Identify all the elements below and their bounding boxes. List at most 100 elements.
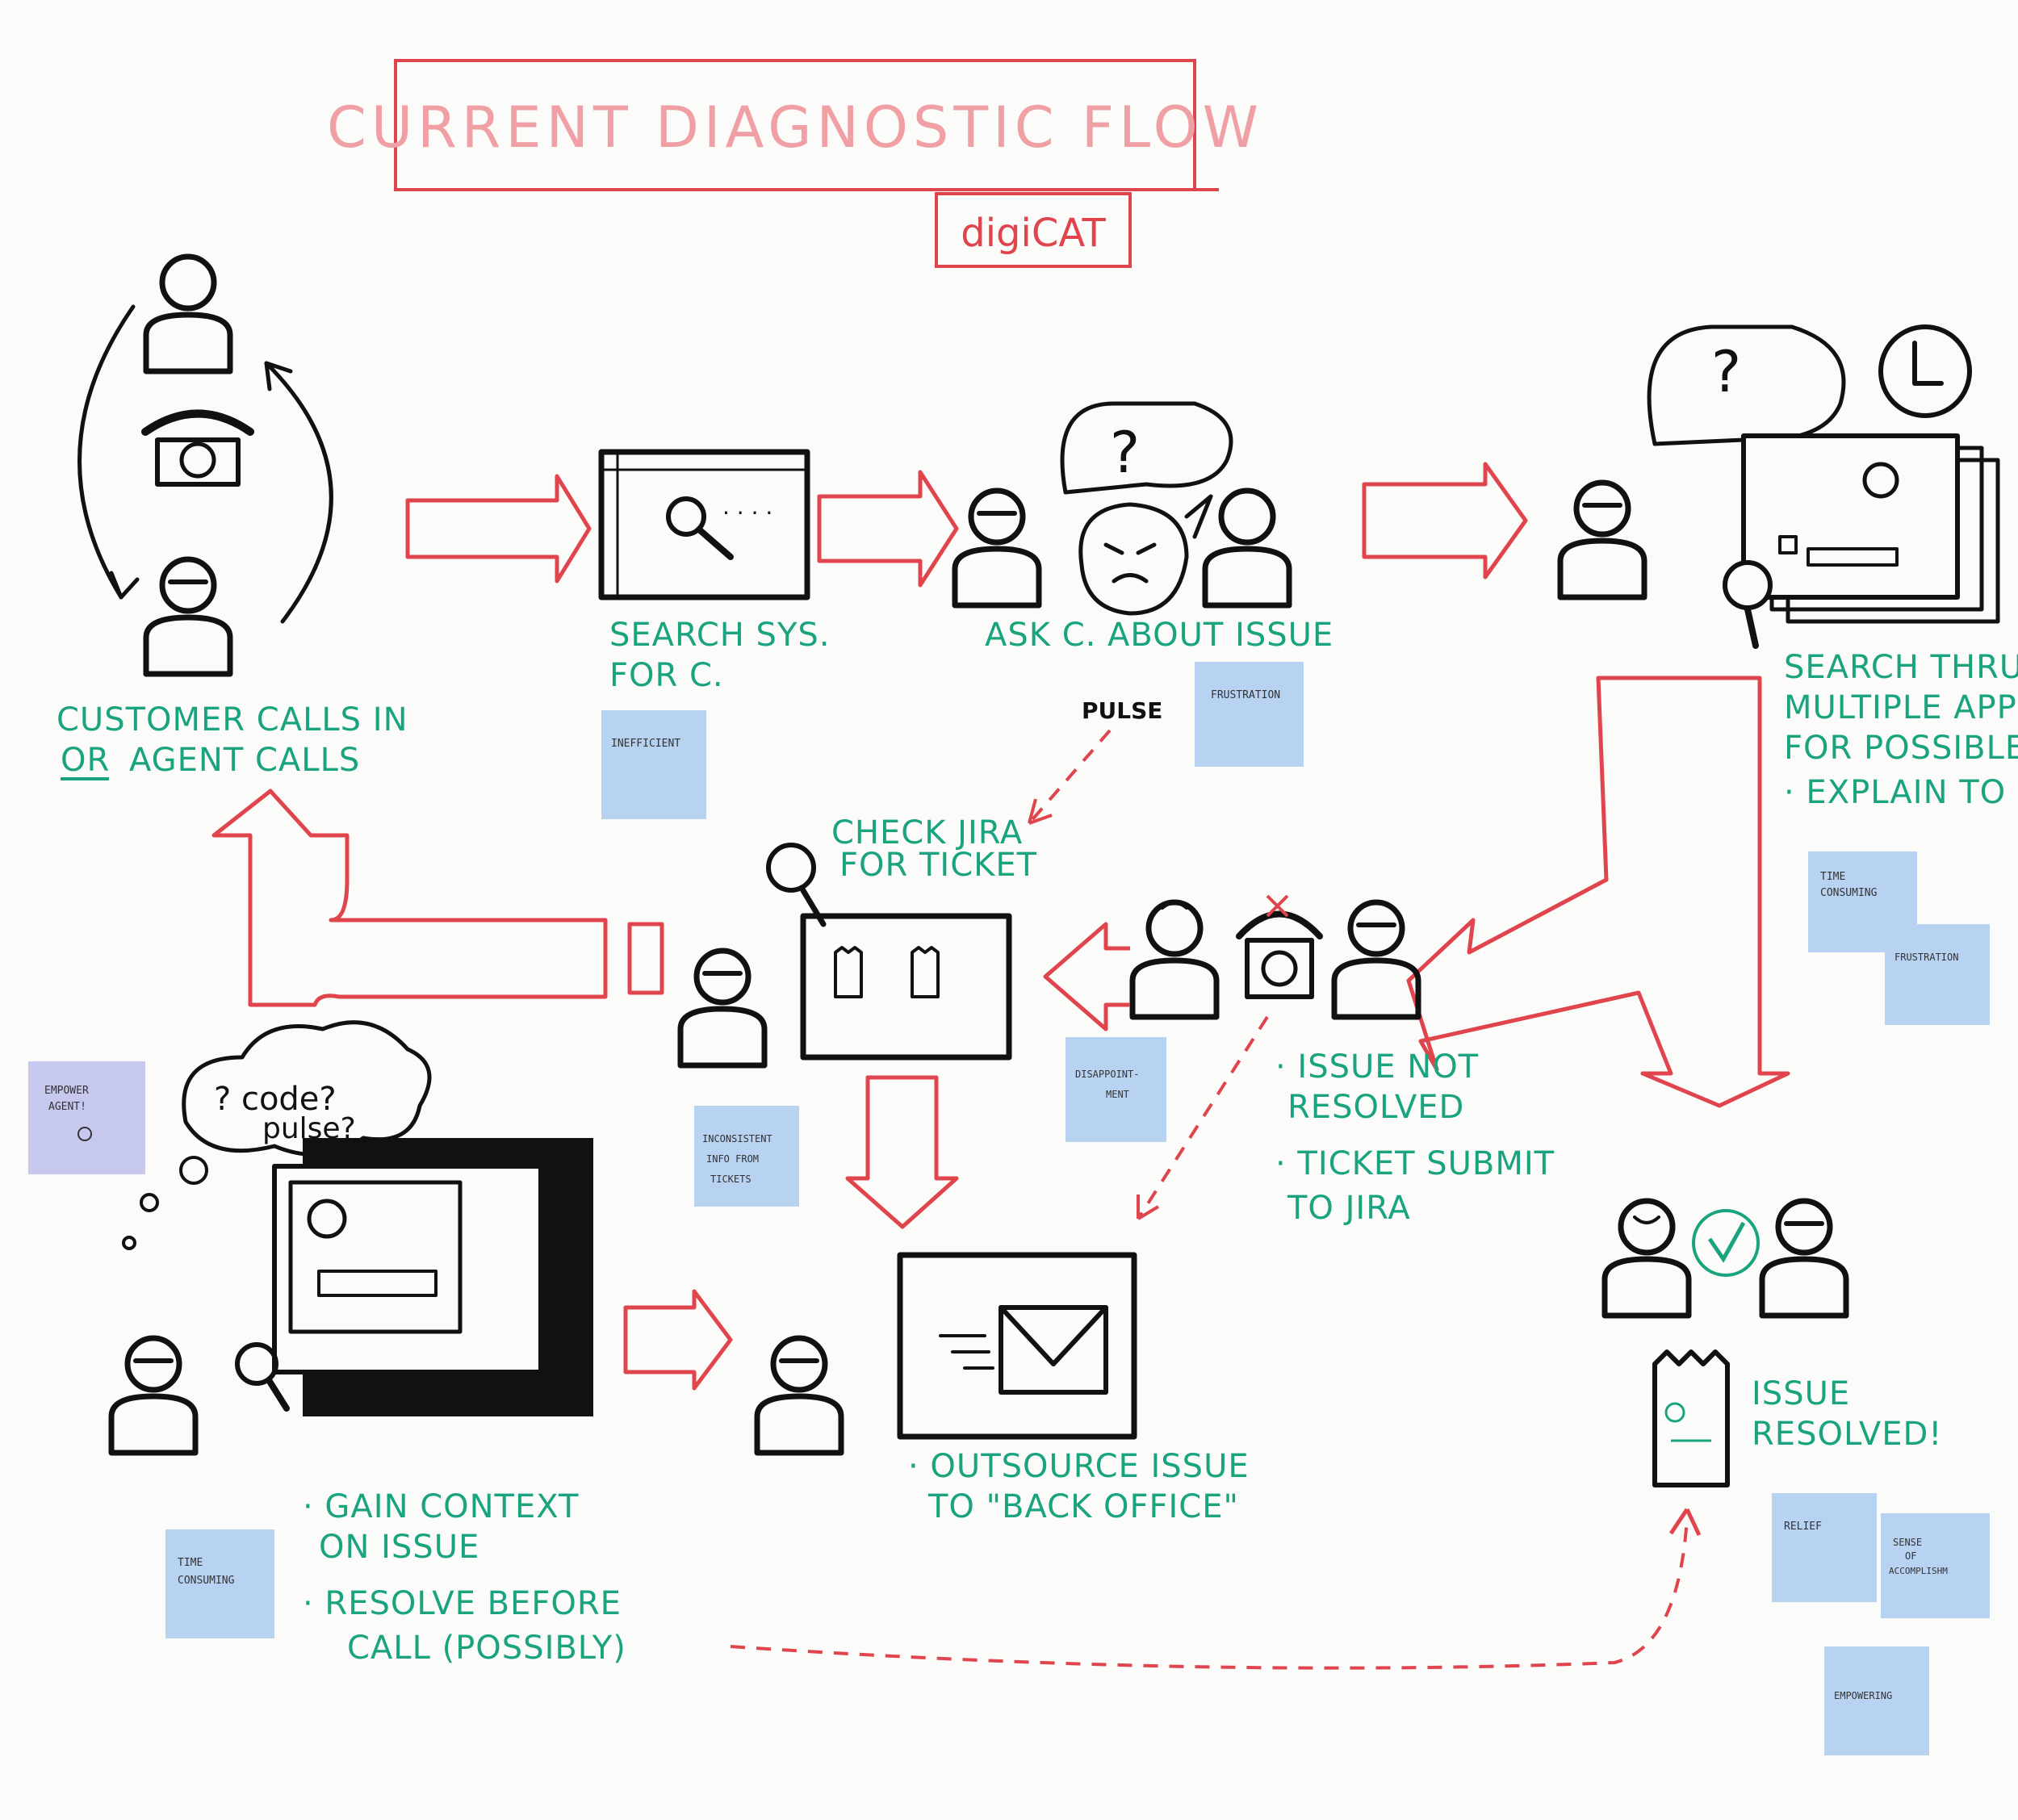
sticky-note-relief: RELIEF [1772,1493,1877,1602]
call-cycle [77,257,333,674]
sticky-note-empowering: EMPOWERING [1824,1646,1929,1755]
magnifier-icon [235,1342,278,1386]
agent-person-icon-5 [111,1338,195,1453]
sad-customer-icon [1133,902,1216,1017]
svg-text:CONSUMING: CONSUMING [178,1575,235,1587]
svg-text:INCONSISTENT: INCONSISTENT [702,1133,772,1144]
subtitle: digiCAT [961,211,1106,256]
clock-icon [1878,324,1972,418]
resolve-dashed-arrow [730,1517,1689,1670]
context-label-4: CALL (POSSIBLY) [347,1630,626,1667]
resolved-label-1: ISSUE [1752,1375,1850,1412]
multi-label-1: SEARCH THRU [1784,649,2018,686]
angry-face-icon [1078,494,1213,616]
app-stack-icon [1723,433,2000,649]
svg-text:OF: OF [1905,1550,1916,1562]
svg-text:TIME: TIME [178,1557,203,1569]
agent-person-icon-6 [757,1338,841,1453]
multi-label-4: · EXPLAIN TO C. [1784,774,2018,811]
agent-person-icon-7 [1762,1201,1846,1316]
happy-customer-icon [1605,1201,1689,1316]
agent-person-icon [146,559,230,674]
speech-bubble-icon: ? [1060,401,1233,495]
calls-label-1: CUSTOMER CALLS IN [57,701,408,738]
svg-text:?: ? [1711,339,1741,405]
agent-person-icon-3 [1560,483,1644,597]
svg-text:ACCOMPLISHM: ACCOMPLISHM [1889,1566,1948,1576]
svg-text:TIME: TIME [1820,871,1845,883]
thought-text-1: ? code? [214,1081,337,1118]
svg-text:DISAPPOINT-: DISAPPOINT- [1075,1069,1139,1080]
ask-customer-scene: ? [955,401,1289,616]
svg-text:TICKETS: TICKETS [710,1174,752,1185]
resolved-scene [1605,1201,1846,1487]
jira-screen-icon [766,843,1012,1061]
ticket-label-2: TO JIRA [1287,1190,1411,1227]
ticket-label-1: · TICKET SUBMIT [1275,1145,1555,1182]
svg-text:· · · ·: · · · · [722,500,772,526]
check-jira-scene [680,843,1012,1065]
svg-text:RELIEF: RELIEF [1784,1521,1822,1533]
telephone-icon [141,409,254,487]
subtitle-box: digiCAT [935,192,1132,268]
sticky-note-disappointment: DISAPPOINT- MENT [1066,1037,1166,1142]
sticky-note-inconsistent: INCONSISTENT INFO FROM TICKETS [694,1106,799,1207]
flow-arrow-1 [405,474,592,584]
flow-arrow-2 [817,470,959,588]
search-apps-scene: ? [1560,324,2000,649]
speech-bubble-icon-2: ? [1647,324,1846,446]
title-box: CURRENT DIAGNOSTIC FLOW [327,59,1263,191]
frustrated-agent-icon [1334,902,1418,1017]
context-label-1: · GAIN CONTEXT [303,1488,579,1525]
not-resolved-scene [1133,894,1418,1017]
agent-person-icon-4 [680,951,764,1065]
sticky-note-frustration-2: FRUSTRATION [1885,924,1990,1025]
svg-text:INFO FROM: INFO FROM [706,1153,759,1165]
svg-text:EMPOWERING: EMPOWERING [1834,1690,1892,1701]
customer-person-icon [146,257,230,371]
checkmark-icon [1692,1209,1760,1277]
search-label-2: FOR C. [609,657,724,694]
split-arrow [1406,676,1790,1108]
svg-text:INEFFICIENT: INEFFICIENT [611,738,680,750]
svg-text:AGENT!: AGENT! [48,1101,86,1113]
multi-label-2: MULTIPLE APPS. [1784,689,2018,726]
page-title: CURRENT DIAGNOSTIC FLOW [327,94,1263,161]
not-resolved-label-2: RESOLVED [1287,1089,1464,1126]
calls-label-2: AGENT CALLS [129,742,360,779]
context-label-2: ON ISSUE [319,1529,479,1566]
not-resolved-label-1: · ISSUE NOT [1275,1048,1479,1086]
pulse-label: PULSE [1082,697,1162,724]
svg-text:FRUSTRATION: FRUSTRATION [1894,952,1958,963]
sticky-note-time-2: TIME CONSUMING [165,1529,274,1638]
customer-person-icon-2 [1205,491,1289,605]
calls-label-or: OR [61,742,110,779]
search-label-1: SEARCH SYS. [609,617,830,654]
flow-arrow-6 [623,1289,733,1391]
sticky-note-sense: SENSE OF ACCOMPLISHM [1881,1513,1990,1618]
sticky-note-frustration-1: FRUSTRATION [1195,662,1304,767]
ask-label: ASK C. ABOUT ISSUE [985,617,1333,654]
context-label-3: · RESOLVE BEFORE [303,1585,622,1622]
jira-label-2: FOR TICKET [839,847,1037,884]
agent-person-icon-2 [955,491,1039,605]
svg-text:SENSE: SENSE [1893,1537,1922,1548]
sticky-note-inefficient: INEFFICIENT [601,710,706,819]
receipt-icon [1652,1349,1730,1487]
outsource-label-1: · OUTSOURCE ISSUE [908,1448,1250,1485]
svg-text:FRUSTRATION: FRUSTRATION [1211,689,1280,701]
return-arrow [211,789,664,1007]
sticky-note-empower: EMPOWER AGENT! [28,1061,145,1174]
messy-app-stack-icon [272,1138,593,1416]
flow-arrow-4 [1043,922,1130,1031]
envelope-screen-icon [897,1252,1137,1440]
flow-arrow-5 [845,1075,959,1229]
multi-label-3: FOR POSSIBLE FI [1784,730,2018,767]
svg-text:?: ? [1110,420,1140,486]
ticket-dashed-arrow [1137,1015,1269,1220]
telephone-icon-2 [1236,894,1323,999]
svg-text:MENT: MENT [1106,1089,1129,1100]
svg-text:CONSUMING: CONSUMING [1820,887,1878,899]
outsource-label-2: TO "BACK OFFICE" [927,1488,1239,1525]
